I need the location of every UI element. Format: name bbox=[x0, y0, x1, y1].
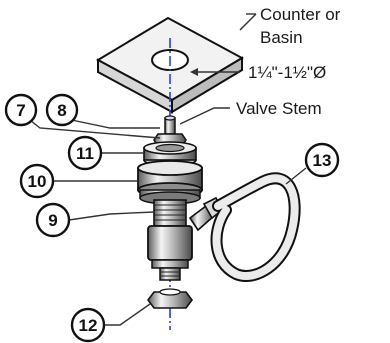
svg-text:8: 8 bbox=[57, 101, 66, 120]
hole-arrowhead bbox=[190, 68, 198, 76]
svg-text:11: 11 bbox=[76, 144, 94, 163]
valve-stem-label: Valve Stem bbox=[236, 99, 322, 118]
callout-10: 10 bbox=[19, 163, 138, 199]
part-13-hose bbox=[210, 172, 301, 282]
callout-9: 9 bbox=[35, 202, 155, 238]
callout-12: 12 bbox=[70, 303, 151, 343]
valve-stem-leader bbox=[179, 107, 230, 125]
part-12-nut bbox=[147, 288, 193, 309]
counter-leader-angle bbox=[239, 13, 257, 31]
hole-size-label: 1¼"-1½"Ø bbox=[248, 63, 326, 82]
svg-text:7: 7 bbox=[16, 101, 25, 120]
threaded-body bbox=[153, 199, 187, 227]
counter-label-line2: Basin bbox=[260, 28, 303, 47]
callout-11: 11 bbox=[67, 135, 144, 171]
svg-text:13: 13 bbox=[313, 151, 332, 170]
part-10-nut bbox=[137, 160, 203, 205]
callout-13: 13 bbox=[285, 142, 340, 185]
svg-text:9: 9 bbox=[48, 211, 57, 230]
counter-label-line1: Counter or bbox=[260, 5, 341, 24]
svg-text:10: 10 bbox=[28, 172, 47, 191]
svg-text:12: 12 bbox=[79, 316, 98, 335]
callout-7: 7 bbox=[4, 93, 161, 139]
callout-8: 8 bbox=[45, 93, 160, 129]
